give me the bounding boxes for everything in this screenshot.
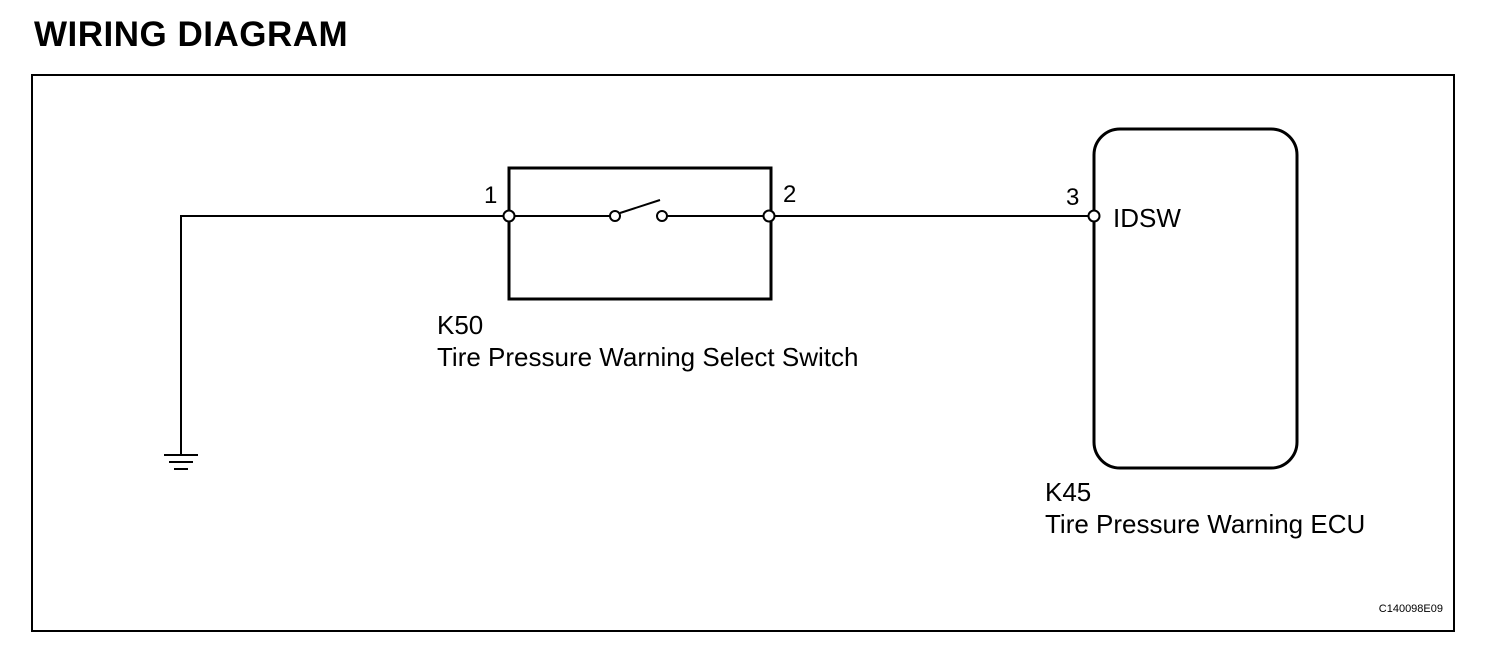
switch-pin-2-label: 2 — [783, 181, 796, 208]
ground-icon — [164, 454, 198, 470]
ecu-terminal-label: IDSW — [1113, 203, 1181, 233]
ecu-name-label: Tire Pressure Warning ECU — [1045, 509, 1365, 539]
ecu-code-label: K45 — [1045, 477, 1091, 507]
ecu-body — [1092, 127, 1299, 470]
switch-code-label: K50 — [437, 310, 483, 340]
ecu-pin-3-label: 3 — [1066, 184, 1079, 211]
ground-wire — [180, 215, 509, 455]
diagram-frame — [31, 74, 1455, 632]
switch-name-label: Tire Pressure Warning Select Switch — [437, 342, 858, 372]
ecu-pin-3-terminal-icon — [1087, 209, 1101, 223]
switch-pin-1-terminal-icon — [502, 209, 516, 223]
page-title: WIRING DIAGRAM — [34, 15, 349, 54]
switch-body — [507, 166, 773, 301]
switch-contact-blade — [619, 199, 661, 214]
switch-pin-1-label: 1 — [484, 182, 497, 209]
switch-contact-right-icon — [656, 210, 668, 222]
switch-contact-left-icon — [609, 210, 621, 222]
switch-pin-2-terminal-icon — [762, 209, 776, 223]
figure-id: C140098E09 — [1379, 603, 1443, 615]
